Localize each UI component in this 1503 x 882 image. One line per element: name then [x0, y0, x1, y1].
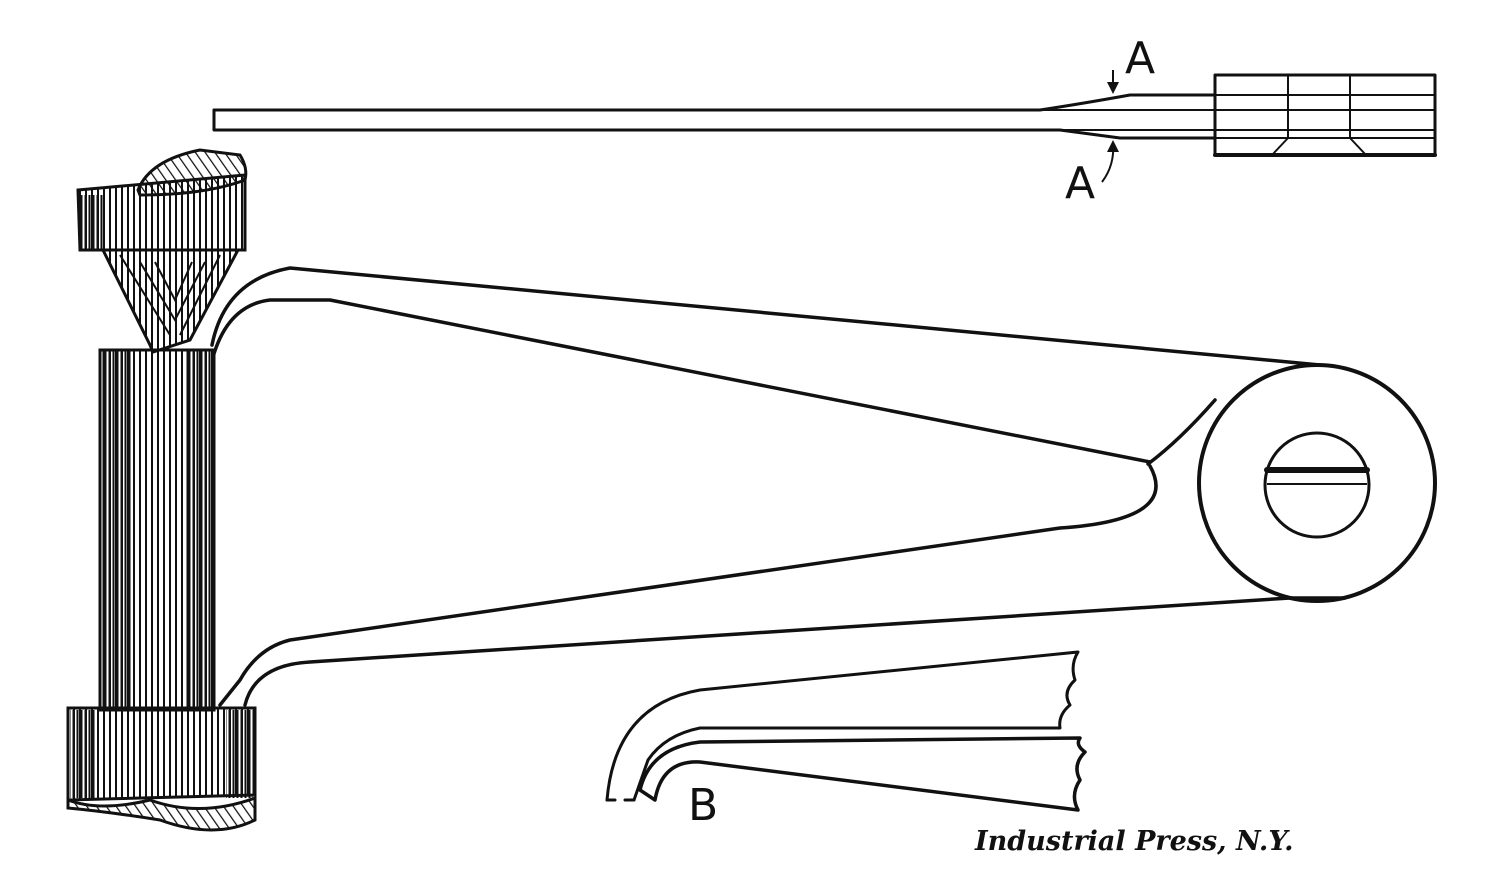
holder-column [98, 348, 216, 712]
section-label-a-top: A [1125, 33, 1155, 84]
detail-b-leg-tip: B [605, 650, 1087, 831]
leg-top-view: A A [212, 33, 1437, 209]
holder-top-collar [76, 148, 248, 252]
caliper-arm [210, 266, 1347, 707]
publisher-credit: Industrial Press, N.Y. [974, 826, 1294, 857]
section-arrow-bottom [1101, 140, 1119, 183]
caliper-side-view [66, 148, 1437, 832]
holder-cone [100, 248, 241, 354]
section-label-a-bottom: A [1065, 158, 1095, 209]
section-arrow-top [1107, 70, 1119, 94]
leg-end-block [1213, 73, 1437, 157]
pivot-joint [1197, 363, 1437, 603]
detail-label-b: B [688, 780, 718, 831]
holder-bottom-collar [66, 706, 257, 832]
